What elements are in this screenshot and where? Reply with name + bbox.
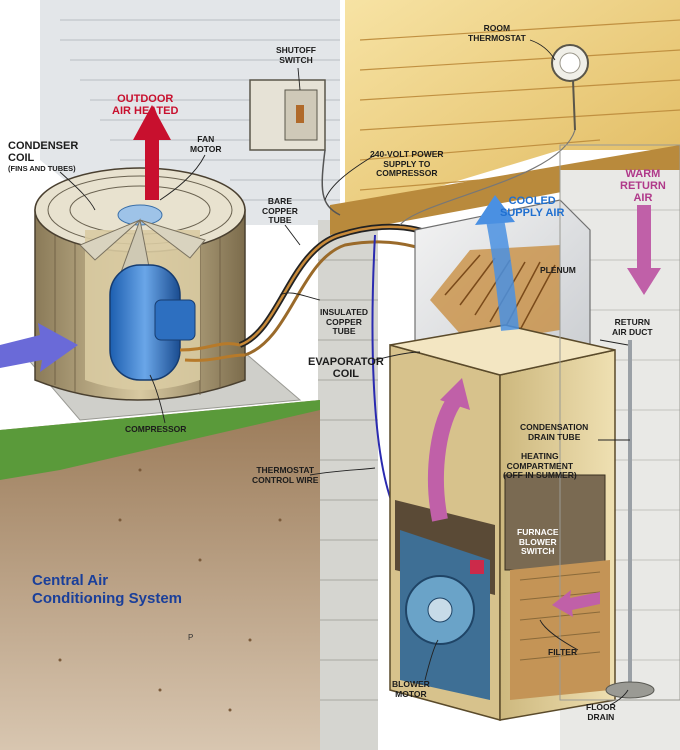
outdoor-air-arrow bbox=[133, 105, 171, 200]
room-thermostat bbox=[551, 44, 589, 131]
attic-floor bbox=[330, 0, 680, 235]
cooled-air-arrow bbox=[475, 195, 519, 331]
mark-p: P bbox=[188, 633, 193, 642]
filter-label: FILTER bbox=[548, 647, 578, 657]
filter-air-arrow bbox=[552, 590, 600, 617]
condenser-coil-note: (FINS AND TUBES) bbox=[8, 164, 76, 173]
furnace-air-arrow bbox=[428, 378, 470, 522]
foundation-wall bbox=[318, 220, 378, 750]
intake-air-arrow bbox=[0, 323, 78, 372]
warm-return-arrow bbox=[627, 205, 661, 295]
compressor bbox=[109, 264, 246, 381]
shutoff-switch bbox=[249, 79, 326, 151]
return-duct bbox=[559, 144, 680, 701]
plenum-label: PLENUM bbox=[540, 265, 576, 275]
furnace bbox=[389, 324, 616, 721]
compressor-label: COMPRESSOR bbox=[125, 424, 187, 434]
leader-lines bbox=[59, 39, 630, 706]
fan-blades bbox=[79, 204, 206, 276]
ground bbox=[0, 400, 320, 750]
